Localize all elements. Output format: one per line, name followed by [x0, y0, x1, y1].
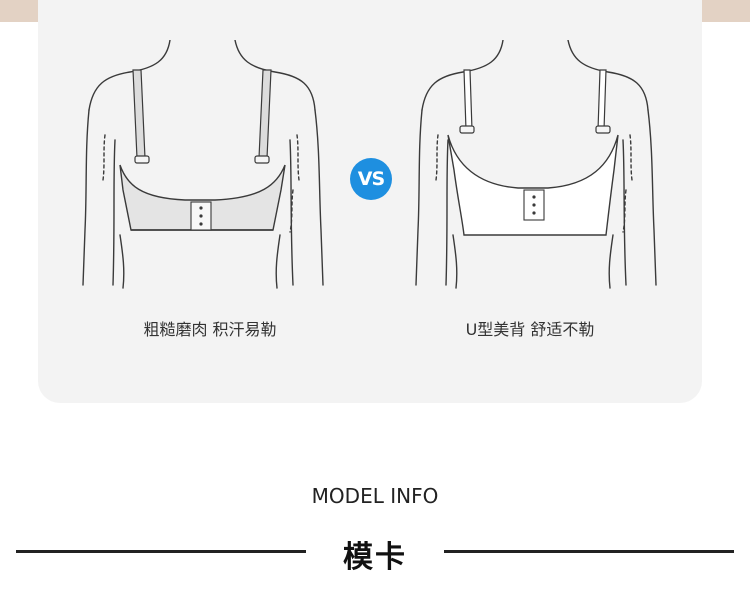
u-back-caption: U型美背 舒适不勒: [465, 320, 595, 339]
top-accent-band-left: [0, 0, 38, 22]
vs-label: VS: [357, 168, 385, 190]
model-card-title: 模卡: [343, 540, 407, 575]
model-info-title: MODEL INFO: [311, 484, 439, 508]
rough-bra-back-illustration: [82, 40, 324, 289]
rough-fabric-caption: 粗糙磨肉 积汗易勒: [143, 320, 277, 339]
title-divider-right: [444, 550, 734, 553]
top-accent-band-right: [702, 0, 750, 22]
title-divider-left: [16, 550, 306, 553]
vs-badge: VS: [350, 158, 392, 200]
u-back-bra-illustration: [415, 40, 657, 289]
